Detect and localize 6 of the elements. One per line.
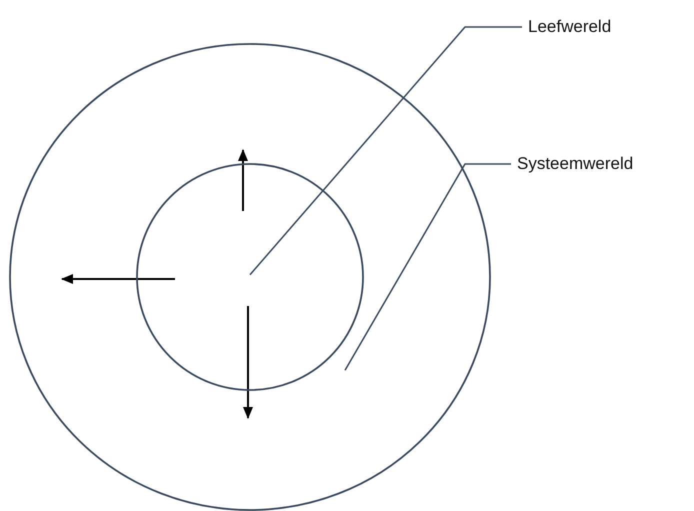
- leader-line: [344, 163, 511, 371]
- label-text: Systeemwereld: [517, 153, 634, 175]
- label-text: Leefwereld: [528, 16, 612, 38]
- circle: [137, 164, 363, 390]
- circle: [10, 44, 490, 510]
- leader-line: [249, 26, 522, 276]
